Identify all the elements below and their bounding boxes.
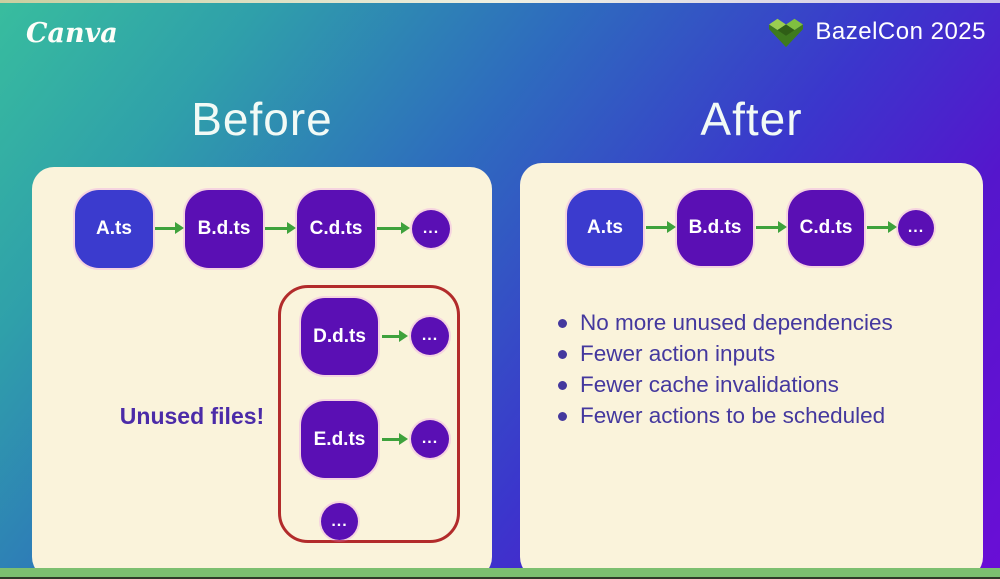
node-a-ts-after: A.ts: [567, 190, 643, 266]
benefits-list: No more unused dependencies Fewer action…: [556, 311, 893, 435]
before-panel: A.ts B.d.ts C.d.ts ... Unused files! D.d…: [32, 167, 492, 579]
arrow-b-to-c-after: [756, 221, 787, 233]
node-group-more: ...: [321, 503, 358, 540]
node-b-dts-label: B.d.ts: [197, 218, 251, 239]
node-more-chain-after: ...: [898, 210, 934, 246]
node-d-more: ...: [411, 317, 449, 355]
arrow-a-to-b-after: [646, 221, 676, 233]
arrow-e-to-more: [382, 433, 408, 445]
node-e-dts-label: E.d.ts: [313, 428, 366, 450]
bottom-edge-line: [0, 577, 1000, 579]
bazelcon-label: BazelCon 2025: [815, 18, 986, 45]
node-more-chain-after-label: ...: [907, 219, 925, 236]
node-b-dts-after-label: B.d.ts: [688, 217, 742, 238]
bazel-heart-icon: [766, 15, 806, 49]
node-more-chain-label: ...: [422, 220, 440, 237]
benefit-item: Fewer action inputs: [556, 342, 893, 366]
node-c-dts-after-label: C.d.ts: [799, 217, 853, 238]
node-group-more-label: ...: [331, 512, 348, 530]
bottom-green-strip: [0, 568, 1000, 577]
before-title: Before: [191, 93, 333, 145]
arrow-b-to-c: [265, 222, 296, 234]
node-a-ts: A.ts: [75, 190, 153, 268]
node-e-dts: E.d.ts: [301, 401, 378, 478]
node-more-chain: ...: [412, 210, 450, 248]
unused-files-group-box: D.d.ts ... E.d.ts ... ...: [278, 285, 460, 543]
node-d-dts: D.d.ts: [301, 298, 378, 375]
node-e-more: ...: [411, 420, 449, 458]
node-a-ts-label: A.ts: [96, 218, 132, 239]
canva-logo: Canva: [26, 18, 118, 49]
node-c-dts-label: C.d.ts: [309, 218, 363, 239]
node-b-dts: B.d.ts: [185, 190, 263, 268]
arrow-a-to-b: [155, 222, 184, 234]
arrow-c-to-more-after: [867, 221, 897, 233]
node-c-dts: C.d.ts: [297, 190, 375, 268]
bazelcon-logo: BazelCon 2025: [766, 15, 986, 49]
node-b-dts-after: B.d.ts: [677, 190, 753, 266]
after-panel: A.ts B.d.ts C.d.ts ... No more unused de…: [520, 163, 983, 579]
arrow-c-to-more: [377, 222, 410, 234]
top-edge-strip: [0, 0, 1000, 3]
benefit-item: No more unused dependencies: [556, 311, 893, 335]
benefit-item: Fewer actions to be scheduled: [556, 404, 893, 428]
node-d-more-label: ...: [421, 327, 439, 344]
unused-files-label: Unused files!: [119, 403, 265, 429]
benefit-item: Fewer cache invalidations: [556, 373, 893, 397]
node-d-dts-label: D.d.ts: [313, 325, 366, 347]
after-title: After: [700, 93, 803, 145]
node-c-dts-after: C.d.ts: [788, 190, 864, 266]
node-e-more-label: ...: [421, 430, 439, 447]
node-a-ts-after-label: A.ts: [587, 217, 623, 238]
arrow-d-to-more: [382, 330, 408, 342]
